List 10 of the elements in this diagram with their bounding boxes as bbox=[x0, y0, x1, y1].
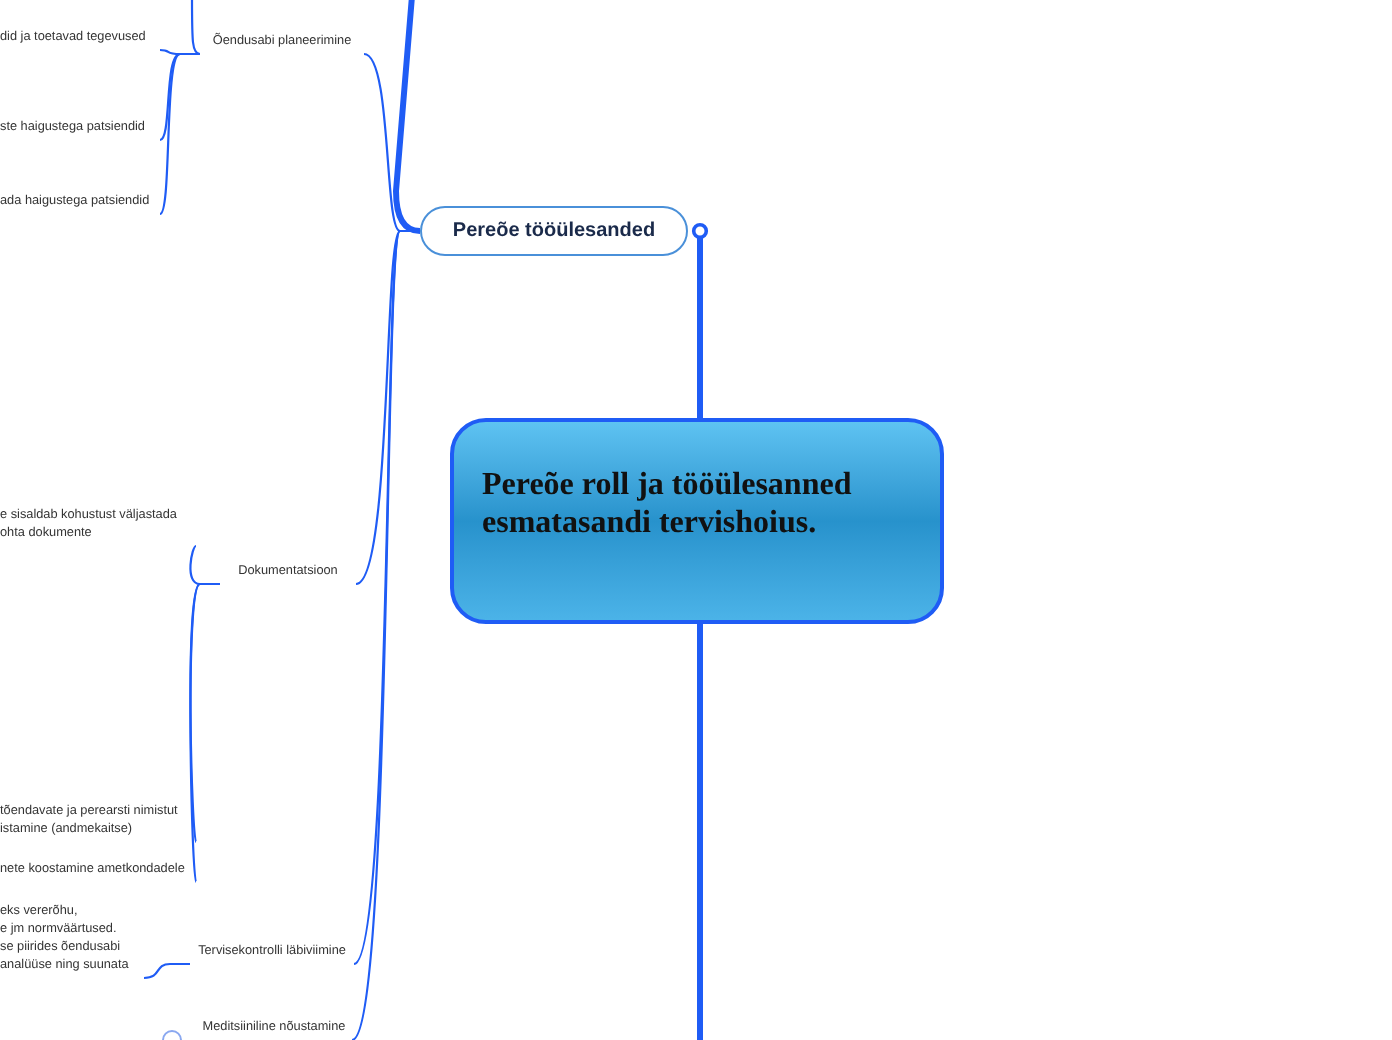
connector-line bbox=[393, 0, 421, 234]
main-topic-pill bbox=[420, 206, 688, 256]
connector-line bbox=[691, 222, 709, 418]
central-topic-text: Pereõe roll ja tööülesanned esmatasandi tervishoius. bbox=[482, 466, 854, 542]
connector-line bbox=[697, 624, 703, 1040]
connector-line bbox=[143, 962, 190, 980]
connector-line bbox=[190, 0, 201, 56]
central-topic-box bbox=[450, 418, 944, 624]
main-topic-text: Pereõe tööülesanded bbox=[452, 218, 656, 246]
connector-line bbox=[159, 52, 200, 215]
